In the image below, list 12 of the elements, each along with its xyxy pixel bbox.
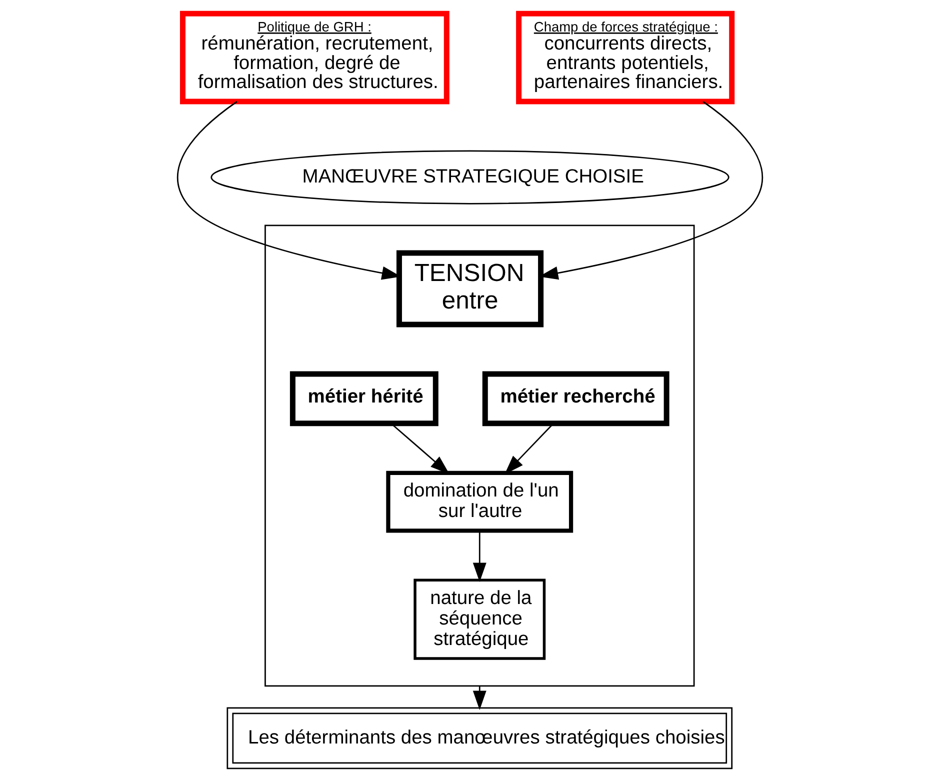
node-box: domination de l'un sur l'autre [386,470,573,533]
node-box: Champ de forces stratégique : concurrents directs, entrants potentiels, partenaires financiers. [516,10,734,104]
node-box: métier recherché [482,371,669,426]
node-ellipse: MANŒUVRE STRATEGIQUE CHOISIE [210,150,729,204]
arrow [472,686,486,710]
node-box: Les déterminants des manœuvres stratégiques choisies [226,707,732,770]
node-box: métier hérité [289,371,438,426]
cluster [264,224,694,687]
node-box: TENSION entre [396,250,544,328]
arrow [472,530,486,582]
node-box: Politique de GRH : rémunération, recrutement, formation, degré de formalisation des structures. [179,10,449,104]
node-box: nature de la séquence stratégique [413,578,546,660]
